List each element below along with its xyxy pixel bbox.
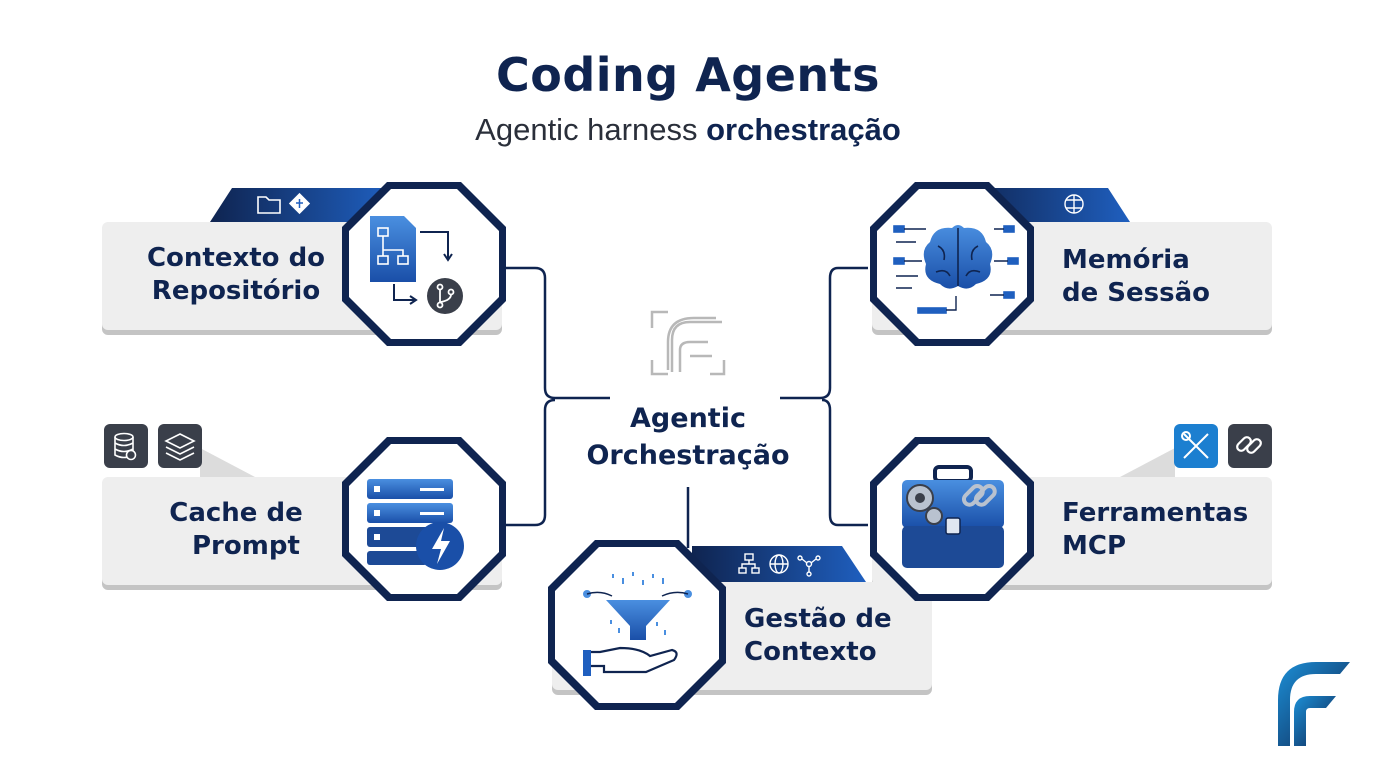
context-line1: Gestão de xyxy=(744,604,892,634)
network-icon xyxy=(797,555,821,577)
sitemap-icon xyxy=(738,553,760,574)
context-line2: Contexto xyxy=(744,637,877,667)
center-line1: Agentic xyxy=(630,403,746,434)
layers-icon-tile xyxy=(158,424,202,468)
layers-icon xyxy=(164,433,196,461)
funnel-hand-icon xyxy=(583,572,692,676)
tools-line2: MCP xyxy=(1062,531,1127,561)
center-line2: Orchestração xyxy=(586,440,790,471)
node-label-tools: Ferramentas MCP xyxy=(1062,497,1262,563)
connector-lines xyxy=(505,266,868,548)
gear-icon xyxy=(906,484,943,525)
chain-icon xyxy=(961,483,997,507)
octagon-repo xyxy=(342,182,506,346)
brand-logo xyxy=(1278,662,1350,746)
tab-cache xyxy=(104,424,255,477)
node-label-context: Gestão de Contexto xyxy=(744,603,924,669)
neural-brain-icon xyxy=(1064,194,1084,214)
faint-logo-icon xyxy=(650,310,726,376)
flowchart-icon xyxy=(370,216,453,305)
node-label-repo: Contexto do Repositório xyxy=(136,242,336,308)
subtitle-prefix: Agentic harness xyxy=(475,112,698,147)
tab-context xyxy=(692,546,866,582)
git-branch-icon xyxy=(427,278,463,314)
cache-line1: Cache de xyxy=(169,498,303,528)
octagon-memory xyxy=(870,182,1034,346)
memory-line1: Memória xyxy=(1062,245,1190,275)
repo-line1: Contexto do xyxy=(146,243,326,273)
brain-icon xyxy=(893,225,1019,314)
toolbox-icon xyxy=(902,465,1004,568)
server-icon xyxy=(367,479,464,570)
database-icon xyxy=(114,432,137,461)
center-node-label: Agentic Orchestração xyxy=(573,400,803,474)
link-icon-tile xyxy=(1228,424,1272,468)
folder-icon xyxy=(257,196,281,214)
octagon-context xyxy=(548,540,726,710)
memory-line2: de Sessão xyxy=(1062,278,1211,308)
link-icon xyxy=(1236,436,1262,454)
tools-line1: Ferramentas xyxy=(1062,498,1249,528)
page-subtitle: Agentic harness orchestração xyxy=(0,112,1376,148)
octagon-cache xyxy=(342,437,506,601)
node-label-memory: Memória de Sessão xyxy=(1062,244,1242,310)
repo-line2: Repositório xyxy=(151,276,321,306)
octagon-tools xyxy=(870,437,1034,601)
page-title: Coding Agents xyxy=(495,48,881,102)
wrench-icon xyxy=(1181,431,1209,459)
tab-repo xyxy=(210,188,390,222)
globe-icon xyxy=(769,554,789,574)
cache-line2: Prompt xyxy=(192,531,300,561)
tab-tools xyxy=(1120,424,1272,477)
node-label-cache: Cache de Prompt xyxy=(136,497,336,563)
subtitle-emphasis: orchestração xyxy=(706,112,901,147)
